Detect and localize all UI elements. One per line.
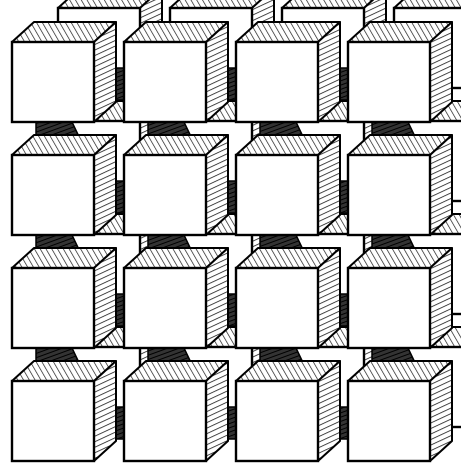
front-cube-r3-c4 (348, 248, 452, 348)
front-cube-r4-c3 (236, 361, 340, 461)
front-cube-r1-c2 (124, 22, 228, 122)
cube-front-face (236, 155, 318, 235)
front-cube-r4-c2 (124, 361, 228, 461)
cube-front-face (236, 42, 318, 122)
cube-front-face (348, 268, 430, 348)
cube-front-face (124, 155, 206, 235)
front-cube-r2-c3 (236, 135, 340, 235)
front-cube-r3-c2 (124, 248, 228, 348)
cube-front-face (12, 268, 94, 348)
front-cube-r3-c1 (12, 248, 116, 348)
cube-front-face (348, 381, 430, 461)
cube-front-face (236, 268, 318, 348)
front-cube-r1-c4 (348, 22, 452, 122)
cube-front-face (12, 42, 94, 122)
front-cube-r1-c3 (236, 22, 340, 122)
front-cube-r1-c1 (12, 22, 116, 122)
cube-front-face (124, 268, 206, 348)
front-cube-r3-c3 (236, 248, 340, 348)
front-cube-r4-c4 (348, 361, 452, 461)
cube-front-face (348, 42, 430, 122)
front-cube-r4-c1 (12, 361, 116, 461)
cube-front-face (12, 381, 94, 461)
cube-front-face (12, 155, 94, 235)
front-cube-r2-c1 (12, 135, 116, 235)
front-cube-r2-c4 (348, 135, 452, 235)
cube-front-face (124, 381, 206, 461)
cube-front-face (236, 381, 318, 461)
front-cube-r2-c2 (124, 135, 228, 235)
cube-front-face (348, 155, 430, 235)
cube-front-face (124, 42, 206, 122)
